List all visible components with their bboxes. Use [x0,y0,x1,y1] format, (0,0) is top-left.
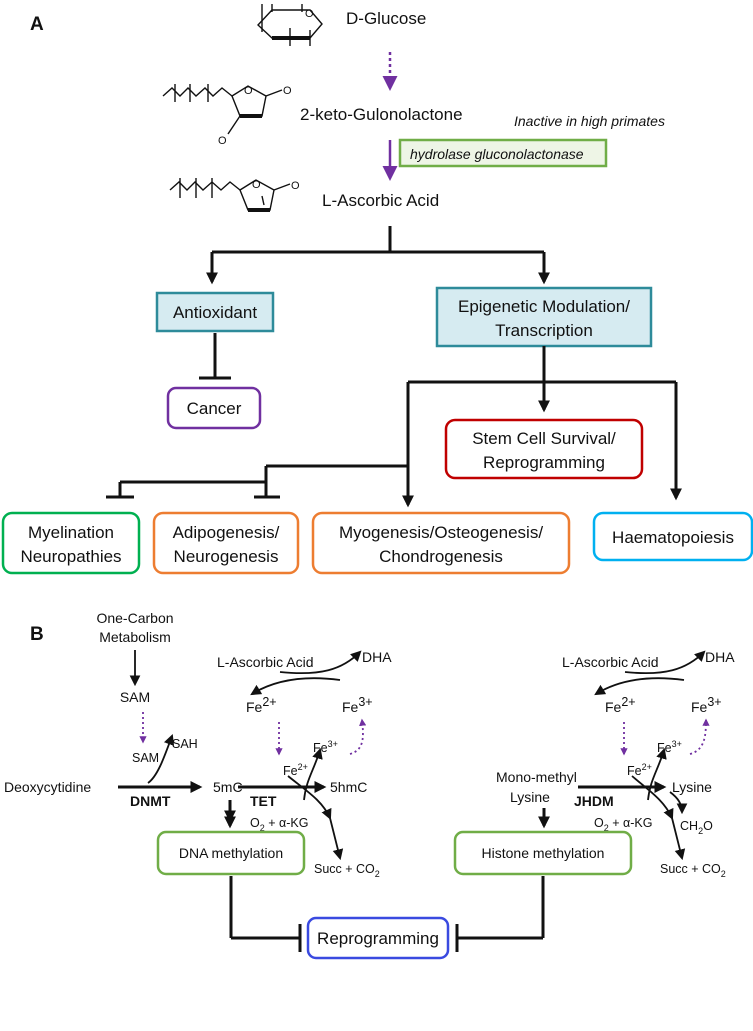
myogenesis-label-2: Chondrogenesis [379,547,503,566]
dna-methylation-label: DNA methylation [179,845,283,861]
adipogenesis-label-2: Neurogenesis [174,547,279,566]
ascorbic-acid-structure-icon: O O [169,178,300,212]
ascorbic-left-label: L-Ascorbic Acid [217,654,313,670]
jhdm-fe-curve-up [647,747,667,801]
sam-label: SAM [120,689,150,705]
adipogenesis-label-1: Adipogenesis/ [173,523,280,542]
lysine-label: Lysine [672,779,712,795]
fe3-to-fe2-right-arrow [594,677,685,696]
epigenetic-label-2: Transcription [495,321,593,340]
deoxycytidine-label: Deoxycytidine [4,779,91,795]
histone-methylation-box [453,830,633,876]
dnmt-label: DNMT [130,793,171,809]
cancer-label: Cancer [187,399,242,418]
haematopoiesis-label: Haematopoiesis [612,528,734,547]
svg-text:O: O [252,179,261,191]
fe2-right-label: Fe2+ [605,695,636,715]
ch2o-label: CH2O [680,819,713,836]
o2-akg-left: O2 + α-KG [250,816,308,833]
svg-text:O: O [283,85,292,97]
fe3-to-fe2-left-arrow [250,677,341,696]
one-carbon-label-1: One-Carbon [96,610,173,626]
fe3-left-small: Fe3+ [313,739,338,755]
succ-co2-left: Succ + CO2 [314,862,380,879]
methylation-inhibits-reprogramming [229,876,545,952]
tet-fe-curve-down [287,775,332,820]
ascorbic-right-label: L-Ascorbic Acid [562,654,658,670]
enzyme-label: hydrolase gluconolactonase [410,146,584,162]
svg-text:O: O [218,135,227,147]
fivehmc-label: 5hmC [330,779,367,795]
myogenesis-box [311,511,571,575]
cancer-box [166,386,262,430]
fe3-left-label: Fe3+ [342,695,373,715]
jhdm-ch2o-arrow [669,791,688,815]
svg-text:O: O [305,8,314,20]
jhdm-fe-curve-down [631,775,674,820]
reprogramming-box [306,916,450,960]
epigenetic-label-1: Epigenetic Modulation/ [458,297,630,316]
haematopoiesis-box [592,511,753,562]
mono-methyl-label-2: Lysine [510,789,550,805]
myelination-label-2: Neuropathies [20,547,121,566]
epigenetic-branch-connector [106,346,682,508]
sam-small-label: SAM [132,751,159,765]
histone-methylation-label: Histone methylation [482,845,605,861]
svg-text:O: O [291,180,300,192]
o2-akg-right: O2 + α-KG [594,816,652,833]
d-glucose-label: D-Glucose [346,9,426,28]
stem-cell-label-2: Reprogramming [483,453,605,472]
sah-label: SAH [172,737,198,751]
glucose-structure-icon: O [257,4,323,46]
tet-fe-curve-up [303,747,323,801]
tet-label: TET [250,793,277,809]
ascorbic-branch-connector [206,226,550,285]
fe3-right-dashed-up-arrow [689,718,710,755]
succ-co2-right: Succ + CO2 [660,862,726,879]
fe2-left-label: Fe2+ [246,695,277,715]
dha-left-label: DHA [362,649,392,665]
jhdm-succ-down-line [671,817,686,861]
myelination-box [1,511,141,575]
enzyme-box [398,138,608,168]
reprogramming-label: Reprogramming [317,929,439,948]
ascorbic-acid-label: L-Ascorbic Acid [322,191,439,210]
panel-b-label: B [30,624,44,645]
stem-cell-box [444,418,644,480]
fe3-left-dashed-up-arrow [349,718,367,755]
tet-succ-down-line [329,817,344,861]
fe2-right-small: Fe2+ [627,762,652,778]
antioxidant-box [155,291,275,333]
sam-sah-curve-arrow [147,733,175,784]
mono-methyl-label-1: Mono-methyl [496,769,577,785]
myogenesis-label-1: Myogenesis/Osteogenesis/ [339,523,543,542]
antioxidant-inhibits-cancer [199,333,231,380]
dha-right-label: DHA [705,649,735,665]
antioxidant-label: Antioxidant [173,303,257,322]
fe3-right-small: Fe3+ [657,739,682,755]
adipogenesis-box [152,511,300,575]
fivemc-label: 5mC [213,779,243,795]
stem-cell-label-1: Stem Cell Survival/ [472,429,616,448]
keto-gulonolactone-structure-icon: O O O [162,84,292,147]
ascorbic-to-dha-left-arrow [279,650,362,675]
dna-methylation-box [156,830,306,876]
myelination-label-1: Myelination [28,523,114,542]
ascorbic-to-dha-right-arrow [624,650,706,675]
one-carbon-label-2: Metabolism [99,629,171,645]
svg-text:O: O [244,85,253,97]
panel-a-label: A [30,14,44,35]
keto-gulonolactone-label: 2-keto-Gulonolactone [300,105,463,124]
fe2-left-small: Fe2+ [283,762,308,778]
inactive-note: Inactive in high primates [514,113,665,129]
fe3-right-label: Fe3+ [691,695,722,715]
jhdm-label: JHDM [574,793,614,809]
